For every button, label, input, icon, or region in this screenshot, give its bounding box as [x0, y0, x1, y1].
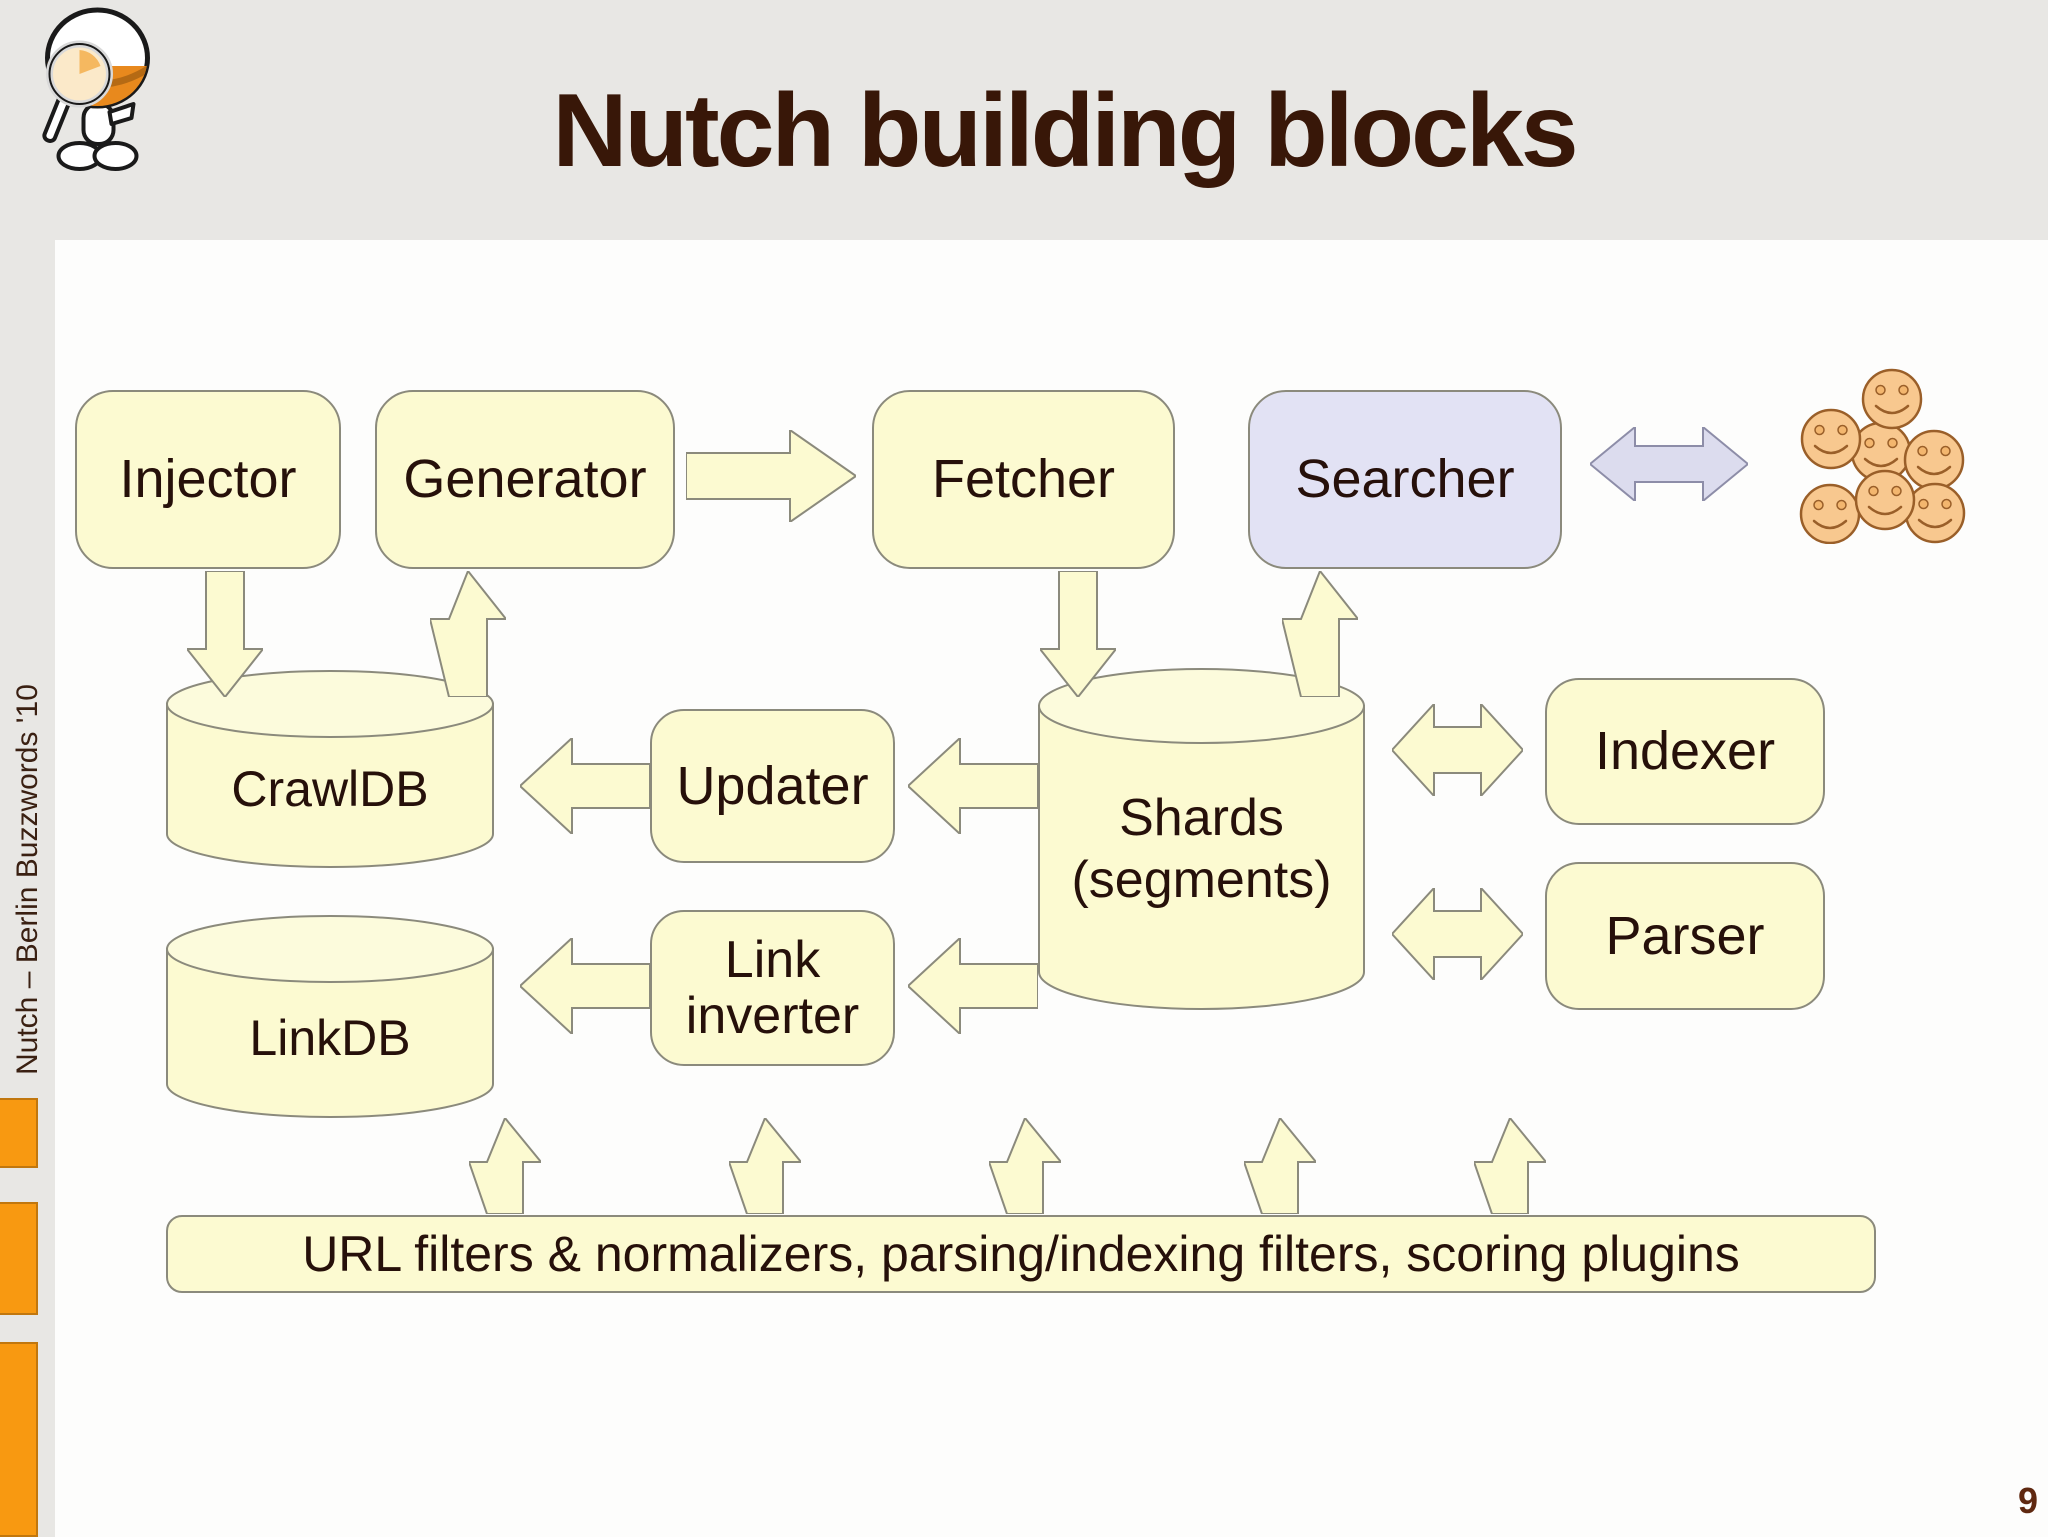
page-title: Nutch building blocks: [552, 73, 1578, 189]
arrow-plugins-to-link-inverter: [729, 1118, 801, 1214]
node-shards-label-line2: (segments): [1071, 850, 1332, 909]
page-number: 9: [2017, 1480, 2038, 1521]
arrow-searcher-users: [1590, 427, 1748, 501]
node-injector: Injector: [75, 390, 341, 569]
arrow-plugins-to-parser: [1474, 1118, 1546, 1214]
user-smiley-icon: [1903, 429, 1965, 491]
user-smiley-icon: [1904, 482, 1966, 544]
node-link-inverter-label-line2: inverter: [685, 987, 860, 1045]
arrow-plugins-to-shards: [1244, 1118, 1316, 1214]
arrow-crawldb-to-generator: [430, 571, 506, 697]
node-linkdb-label: LinkDB: [249, 1009, 411, 1066]
user-smiley-icon: [1861, 368, 1923, 430]
arrow-shards-to-link-inverter: [908, 938, 1038, 1034]
arrow-fetcher-to-shards: [1040, 571, 1116, 697]
arrow-shards-parser: [1392, 888, 1523, 980]
node-crawldb: CrawlDB: [166, 669, 494, 869]
arrow-plugins-to-linkdb: [469, 1118, 541, 1214]
node-shards: Shards (segments): [1038, 666, 1365, 1011]
sidebar-accent-bar: [0, 1202, 38, 1315]
node-generator: Generator: [375, 390, 675, 569]
sidebar-accent-bar: [0, 1342, 38, 1537]
arrow-link-inverter-to-linkdb: [520, 938, 650, 1034]
arrow-injector-to-crawldb: [187, 571, 263, 697]
arrow-generator-to-fetcher: [686, 430, 856, 522]
node-linkdb: LinkDB: [166, 914, 494, 1119]
node-searcher: Searcher: [1248, 390, 1562, 569]
user-smiley-icon: [1854, 469, 1916, 531]
users-icon: [1799, 368, 1966, 544]
node-indexer: Indexer: [1545, 678, 1825, 825]
node-shards-label-line1: Shards: [1119, 788, 1284, 847]
user-smiley-icon: [1800, 408, 1862, 470]
node-link-inverter: Link inverter: [650, 910, 895, 1066]
plugins-bar: URL filters & normalizers, parsing/index…: [166, 1215, 1876, 1293]
sidebar-footer-label: Nutch – Berlin Buzzwords '10: [11, 684, 44, 1076]
arrow-plugins-up-3: [989, 1118, 1061, 1214]
node-crawldb-label: CrawlDB: [231, 761, 429, 817]
slide-header: Nutch building blocks: [0, 0, 2048, 240]
node-parser: Parser: [1545, 862, 1825, 1010]
node-fetcher: Fetcher: [872, 390, 1175, 569]
arrow-shards-to-updater: [908, 738, 1038, 834]
arrow-shards-indexer: [1392, 704, 1523, 796]
node-updater: Updater: [650, 709, 895, 863]
arrow-updater-to-crawldb: [520, 738, 650, 834]
arrow-shards-to-searcher: [1282, 571, 1358, 697]
nutch-logo-icon: [42, 7, 150, 171]
user-smiley-icon: [1799, 483, 1861, 544]
sidebar-accent-bar: [0, 1098, 38, 1168]
node-link-inverter-label-line1: Link: [724, 930, 821, 989]
